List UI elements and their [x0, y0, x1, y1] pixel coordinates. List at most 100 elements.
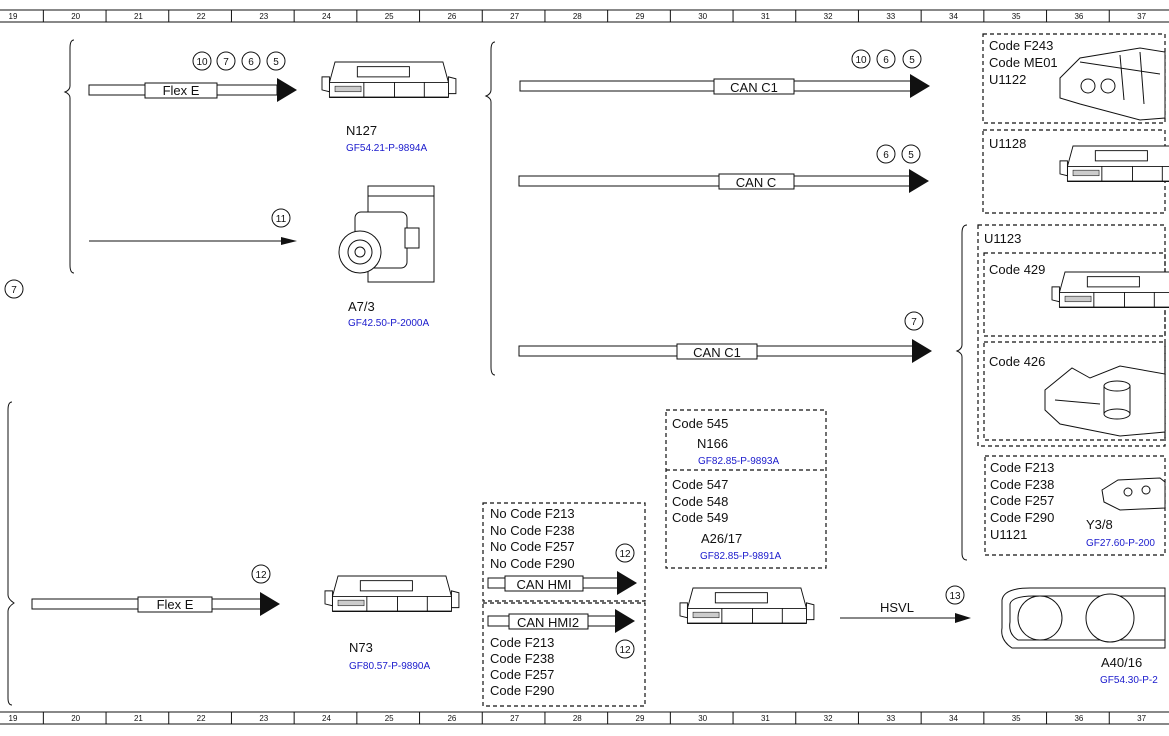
- ruler-number: 30: [698, 714, 707, 723]
- ruler-number: 25: [385, 12, 394, 21]
- left-brace-top: [63, 39, 75, 274]
- ruler-number: 30: [698, 12, 707, 21]
- svg-text:CAN C: CAN C: [736, 175, 776, 190]
- bus-flexe-top: Flex E: [88, 78, 297, 102]
- svg-text:GF80.57-P-9890A: GF80.57-P-9890A: [349, 661, 430, 672]
- svg-text:Code 547: Code 547: [672, 477, 728, 492]
- brace-right: [955, 224, 968, 561]
- bus-can-c: CAN C 6 5: [518, 144, 929, 193]
- box-with-code: CAN HMI2 12 Code F213 Code F238 Code F25…: [482, 602, 646, 707]
- line-hsvl: HSVL 13: [840, 585, 971, 623]
- svg-text:U1122: U1122: [989, 72, 1026, 87]
- svg-text:13: 13: [949, 591, 961, 602]
- svg-text:CAN HMI2: CAN HMI2: [517, 615, 579, 630]
- svg-text:N73: N73: [349, 640, 373, 655]
- line-a73: 11: [89, 208, 297, 245]
- ruler-number: 34: [949, 714, 958, 723]
- svg-text:Code F238: Code F238: [990, 477, 1054, 492]
- component-n127: N127 GF54.21-P-9894A: [321, 61, 457, 154]
- component-n73: N73 GF80.57-P-9890A: [324, 575, 460, 672]
- circle-number-7-left: 7: [4, 279, 24, 299]
- svg-text:Code F290: Code F290: [490, 683, 554, 698]
- ruler-number: 32: [824, 12, 833, 21]
- ruler-number: 37: [1137, 12, 1146, 21]
- ruler-number: 23: [259, 714, 268, 723]
- svg-text:5: 5: [908, 150, 914, 161]
- ruler-number: 24: [322, 12, 331, 21]
- ruler-number: 20: [71, 12, 80, 21]
- svg-text:Code 545: Code 545: [672, 416, 728, 431]
- ruler-number: 21: [134, 714, 143, 723]
- svg-text:No Code F257: No Code F257: [490, 539, 575, 554]
- left-brace-bottom: [7, 401, 15, 706]
- ruler-number: 34: [949, 12, 958, 21]
- ruler-number: 35: [1012, 12, 1021, 21]
- ruler-number: 26: [447, 12, 456, 21]
- box-y38: Code F213 Code F238 Code F257 Code F290 …: [984, 455, 1166, 556]
- component-a73: A7/3 GF42.50-P-2000A: [338, 185, 435, 329]
- ruler-number: 37: [1137, 714, 1146, 723]
- svg-text:HSVL: HSVL: [880, 600, 914, 615]
- ruler-number: 29: [636, 714, 645, 723]
- svg-text:U1121: U1121: [990, 527, 1027, 542]
- svg-text:Code ME01: Code ME01: [989, 55, 1058, 70]
- ruler-number: 27: [510, 12, 519, 21]
- svg-text:N127: N127: [346, 123, 377, 138]
- svg-text:No Code F238: No Code F238: [490, 523, 575, 538]
- svg-text:A26/17: A26/17: [701, 531, 742, 546]
- ruler-number: 26: [447, 714, 456, 723]
- svg-text:Code F257: Code F257: [490, 667, 554, 682]
- svg-text:Code 549: Code 549: [672, 510, 728, 525]
- box-n166-a2617: Code 545 N166 GF82.85-P-9893A Code 547 C…: [665, 409, 827, 569]
- ruler-number: 27: [510, 714, 519, 723]
- ruler-number: 36: [1074, 714, 1083, 723]
- ruler-number: 32: [824, 714, 833, 723]
- svg-text:7: 7: [11, 285, 17, 296]
- svg-text:GF42.50-P-2000A: GF42.50-P-2000A: [348, 318, 429, 329]
- svg-text:GF54.21-P-9894A: GF54.21-P-9894A: [346, 143, 427, 154]
- svg-text:Y3/8: Y3/8: [1086, 517, 1113, 532]
- component-a4016: A40/16 GF54.30-P-2: [1001, 587, 1166, 686]
- bus-flexe-bottom: Flex E 12: [31, 564, 280, 616]
- svg-text:6: 6: [248, 57, 254, 68]
- ruler-number: 28: [573, 12, 582, 21]
- svg-text:5: 5: [909, 55, 915, 66]
- box-u1128: U1128: [982, 129, 1169, 214]
- svg-text:Code F238: Code F238: [490, 651, 554, 666]
- ruler-number: 22: [197, 12, 206, 21]
- svg-text:U1128: U1128: [989, 136, 1026, 151]
- svg-text:Code 426: Code 426: [989, 354, 1045, 369]
- svg-text:10: 10: [855, 55, 867, 66]
- ruler-number: 29: [636, 12, 645, 21]
- svg-text:12: 12: [619, 645, 631, 656]
- ruler-number: 24: [322, 714, 331, 723]
- svg-text:GF27.60-P-200: GF27.60-P-200: [1086, 538, 1155, 549]
- ruler-number: 31: [761, 12, 770, 21]
- bus-can-c1-middle: CAN C1 7: [518, 311, 932, 363]
- svg-text:Flex E: Flex E: [163, 83, 200, 98]
- svg-text:CAN HMI: CAN HMI: [517, 577, 572, 592]
- svg-text:GF82.85-P-9891A: GF82.85-P-9891A: [700, 551, 781, 562]
- svg-text:N166: N166: [697, 436, 728, 451]
- svg-text:A7/3: A7/3: [348, 299, 375, 314]
- svg-text:Code F213: Code F213: [990, 460, 1054, 475]
- svg-text:Flex E: Flex E: [157, 597, 194, 612]
- ruler-number: 22: [197, 714, 206, 723]
- ruler-number: 33: [886, 714, 895, 723]
- svg-text:Code 548: Code 548: [672, 494, 728, 509]
- svg-text:7: 7: [223, 57, 229, 68]
- svg-text:GF82.85-P-9893A: GF82.85-P-9893A: [698, 456, 779, 467]
- ruler-number: 19: [9, 714, 18, 723]
- ruler-number: 36: [1074, 12, 1083, 21]
- svg-text:No Code F290: No Code F290: [490, 556, 575, 571]
- circles-flexe-top: 10 7 6 5: [192, 51, 286, 71]
- ruler-number: 31: [761, 714, 770, 723]
- ruler-number: 33: [886, 12, 895, 21]
- component-hmi-ecu: [679, 587, 815, 625]
- box-right-top: Code F243 Code ME01 U1122: [982, 33, 1166, 124]
- box-u1123: U1123 Code 429 Code 426: [977, 224, 1169, 447]
- svg-text:A40/16: A40/16: [1101, 655, 1142, 670]
- ruler-number: 19: [9, 12, 18, 21]
- svg-text:7: 7: [911, 317, 917, 328]
